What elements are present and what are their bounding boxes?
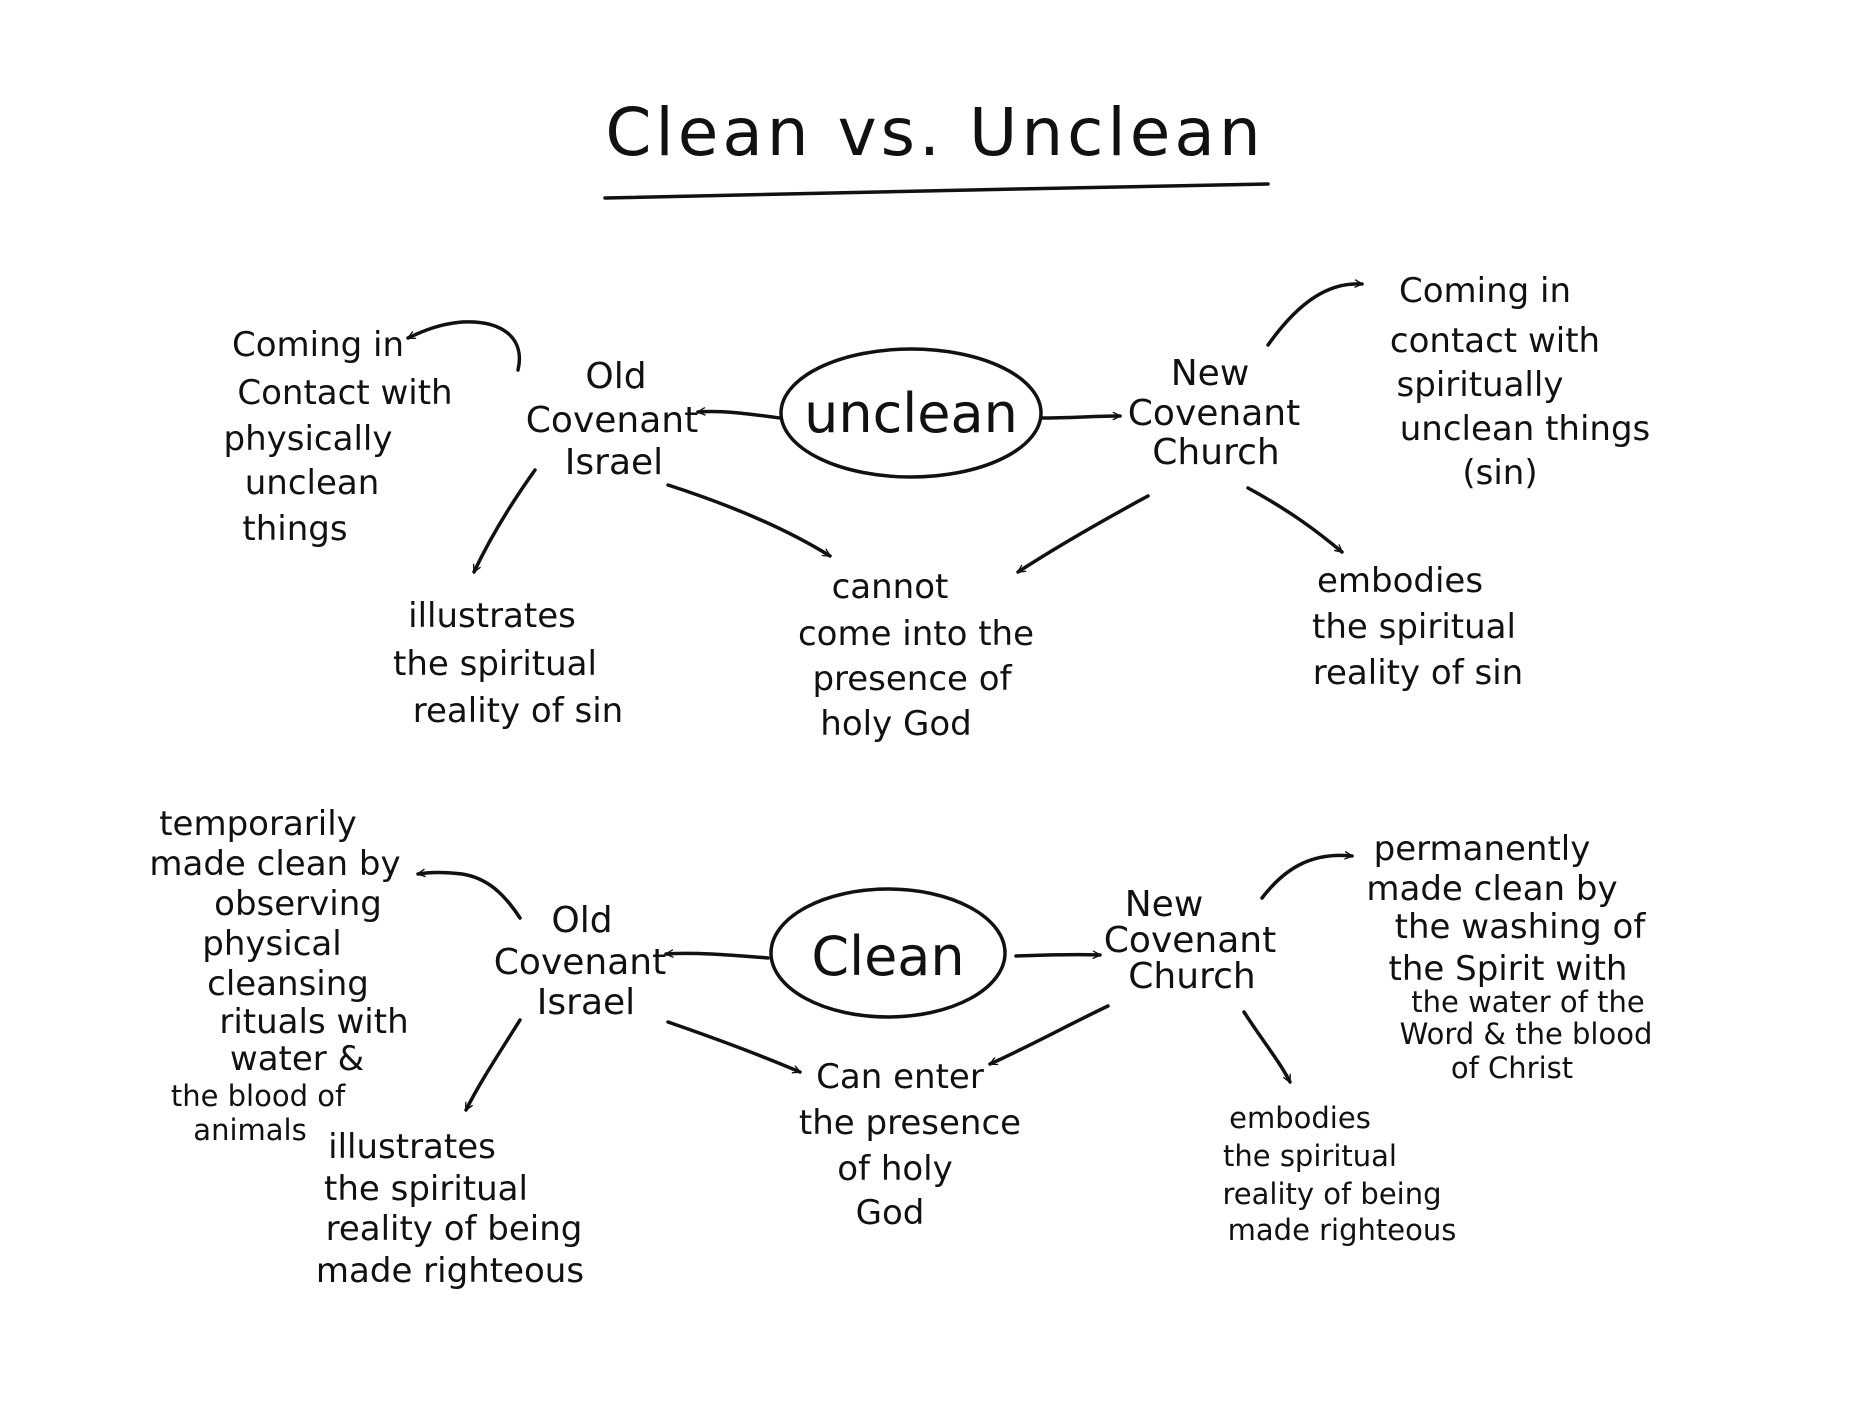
svg-text:the Spirit with: the Spirit with — [1389, 949, 1628, 989]
svg-text:(sin): (sin) — [1462, 453, 1537, 493]
svg-text:made clean by: made clean by — [1366, 869, 1617, 909]
svg-text:Church: Church — [1152, 432, 1279, 473]
arrow-unclean-to-old — [696, 407, 782, 420]
svg-text:of Christ: of Christ — [1451, 1051, 1573, 1085]
arrow-old-to-illustrates-bottom — [464, 1018, 522, 1112]
clean-can-enter-note: Can enter the presence of holy God — [799, 1057, 1021, 1233]
unclean-old-covenant-israel: Old Covenant Israel — [526, 356, 698, 483]
unclean-new-contact-note: Coming in contact with spiritually uncle… — [1390, 271, 1650, 493]
unclean-new-embodies-note: embodies the spiritual reality of sin — [1312, 561, 1523, 693]
svg-text:reality of sin: reality of sin — [413, 691, 623, 731]
svg-text:of holy: of holy — [837, 1149, 953, 1189]
svg-text:reality of being: reality of being — [326, 1209, 583, 1249]
clean-new-made-clean-note: permanently made clean by the washing of… — [1366, 829, 1652, 1085]
svg-text:spiritually: spiritually — [1397, 365, 1564, 405]
svg-text:cleansing: cleansing — [207, 964, 369, 1004]
svg-text:made righteous: made righteous — [316, 1251, 584, 1291]
svg-text:observing: observing — [214, 884, 382, 924]
svg-text:holy God: holy God — [820, 704, 971, 744]
svg-text:Word & the blood: Word & the blood — [1400, 1017, 1653, 1051]
svg-text:God: God — [856, 1193, 925, 1233]
unclean-cannot-enter-note: cannot come into the presence of holy Go… — [798, 567, 1034, 744]
svg-text:presence of: presence of — [812, 659, 1012, 699]
svg-text:embodies: embodies — [1229, 1101, 1371, 1135]
svg-text:come into the: come into the — [798, 614, 1034, 654]
unclean-old-illustrates-note: illustrates the spiritual reality of sin — [393, 596, 623, 731]
svg-text:Covenant: Covenant — [1104, 920, 1276, 961]
svg-text:Israel: Israel — [537, 982, 635, 1023]
arrow-old-to-cannot — [666, 483, 832, 558]
svg-text:the spiritual: the spiritual — [1312, 607, 1516, 647]
svg-text:Covenant: Covenant — [526, 400, 698, 441]
arrow-clean-to-old — [664, 949, 770, 960]
svg-text:the washing of: the washing of — [1395, 907, 1647, 947]
svg-text:the spiritual: the spiritual — [393, 644, 597, 684]
svg-text:cannot: cannot — [832, 567, 949, 607]
clean-center-label: Clean — [811, 925, 964, 988]
svg-text:water &: water & — [230, 1039, 364, 1079]
svg-text:Coming in: Coming in — [232, 325, 404, 365]
arrow-old-to-illustrates — [472, 468, 537, 574]
arrow-old-to-contact — [406, 320, 521, 372]
svg-text:unclean things: unclean things — [1400, 409, 1651, 449]
svg-text:Church: Church — [1128, 956, 1255, 997]
svg-text:made righteous: made righteous — [1228, 1213, 1457, 1247]
clean-node-outline — [769, 887, 1007, 1019]
arrow-new-to-embodies-bottom — [1242, 1010, 1292, 1084]
svg-text:made clean by: made clean by — [149, 844, 400, 884]
arrow-unclean-to-new — [1040, 411, 1122, 421]
svg-text:the water of the: the water of the — [1411, 985, 1644, 1019]
svg-text:Old: Old — [585, 356, 646, 397]
unclean-old-contact-note: Coming in Contact with physically unclea… — [224, 325, 453, 549]
arrow-new-to-can-enter — [988, 1004, 1110, 1066]
title-underline — [603, 182, 1270, 200]
arrow-new-to-cannot — [1016, 494, 1150, 574]
clean-old-covenant-israel: Old Covenant Israel — [494, 900, 666, 1023]
svg-text:New: New — [1171, 353, 1250, 394]
svg-text:animals: animals — [193, 1113, 306, 1147]
clean-old-illustrates-note: illustrates the spiritual reality of bei… — [316, 1127, 584, 1291]
svg-text:unclean: unclean — [245, 463, 380, 503]
svg-text:contact with: contact with — [1390, 321, 1600, 361]
svg-text:Can enter: Can enter — [816, 1057, 984, 1097]
arrow-new-to-embodies — [1246, 486, 1344, 554]
clean-old-made-clean-note: temporarily made clean by observing phys… — [149, 804, 408, 1147]
svg-text:embodies: embodies — [1317, 561, 1483, 601]
unclean-node-outline — [779, 347, 1043, 479]
svg-text:Israel: Israel — [565, 442, 663, 483]
svg-text:the blood of: the blood of — [171, 1079, 346, 1113]
clean-new-covenant-church: New Covenant Church — [1104, 884, 1276, 997]
svg-text:New: New — [1125, 884, 1204, 925]
svg-text:temporarily: temporarily — [159, 804, 357, 844]
svg-text:Covenant: Covenant — [1128, 393, 1300, 434]
svg-text:Old: Old — [551, 900, 612, 941]
svg-text:the spiritual: the spiritual — [324, 1169, 528, 1209]
arrow-old-to-made-clean — [416, 868, 522, 920]
svg-text:physical: physical — [202, 924, 341, 964]
svg-text:things: things — [242, 509, 347, 549]
diagram-title: Clean vs. Unclean — [605, 94, 1264, 171]
svg-text:Covenant: Covenant — [494, 942, 666, 983]
svg-text:rituals with: rituals with — [219, 1002, 408, 1042]
svg-text:Coming in: Coming in — [1399, 271, 1571, 311]
clean-new-embodies-note: embodies the spiritual reality of being … — [1222, 1101, 1456, 1247]
arrow-new-to-made-clean — [1260, 851, 1354, 900]
svg-text:Contact with: Contact with — [237, 373, 452, 413]
arrow-clean-to-new — [1014, 950, 1102, 960]
svg-text:the spiritual: the spiritual — [1223, 1139, 1397, 1173]
svg-text:the presence: the presence — [799, 1103, 1021, 1143]
arrow-new-to-contact — [1266, 279, 1364, 347]
svg-text:reality of being: reality of being — [1222, 1177, 1441, 1211]
unclean-center-label: unclean — [804, 382, 1018, 445]
unclean-new-covenant-church: New Covenant Church — [1128, 353, 1300, 473]
svg-text:physically: physically — [224, 419, 393, 459]
arrow-old-to-can-enter — [666, 1020, 802, 1074]
svg-text:permanently: permanently — [1374, 829, 1591, 869]
svg-text:reality of sin: reality of sin — [1313, 653, 1523, 693]
svg-text:illustrates: illustrates — [328, 1127, 496, 1167]
svg-text:illustrates: illustrates — [408, 596, 576, 636]
